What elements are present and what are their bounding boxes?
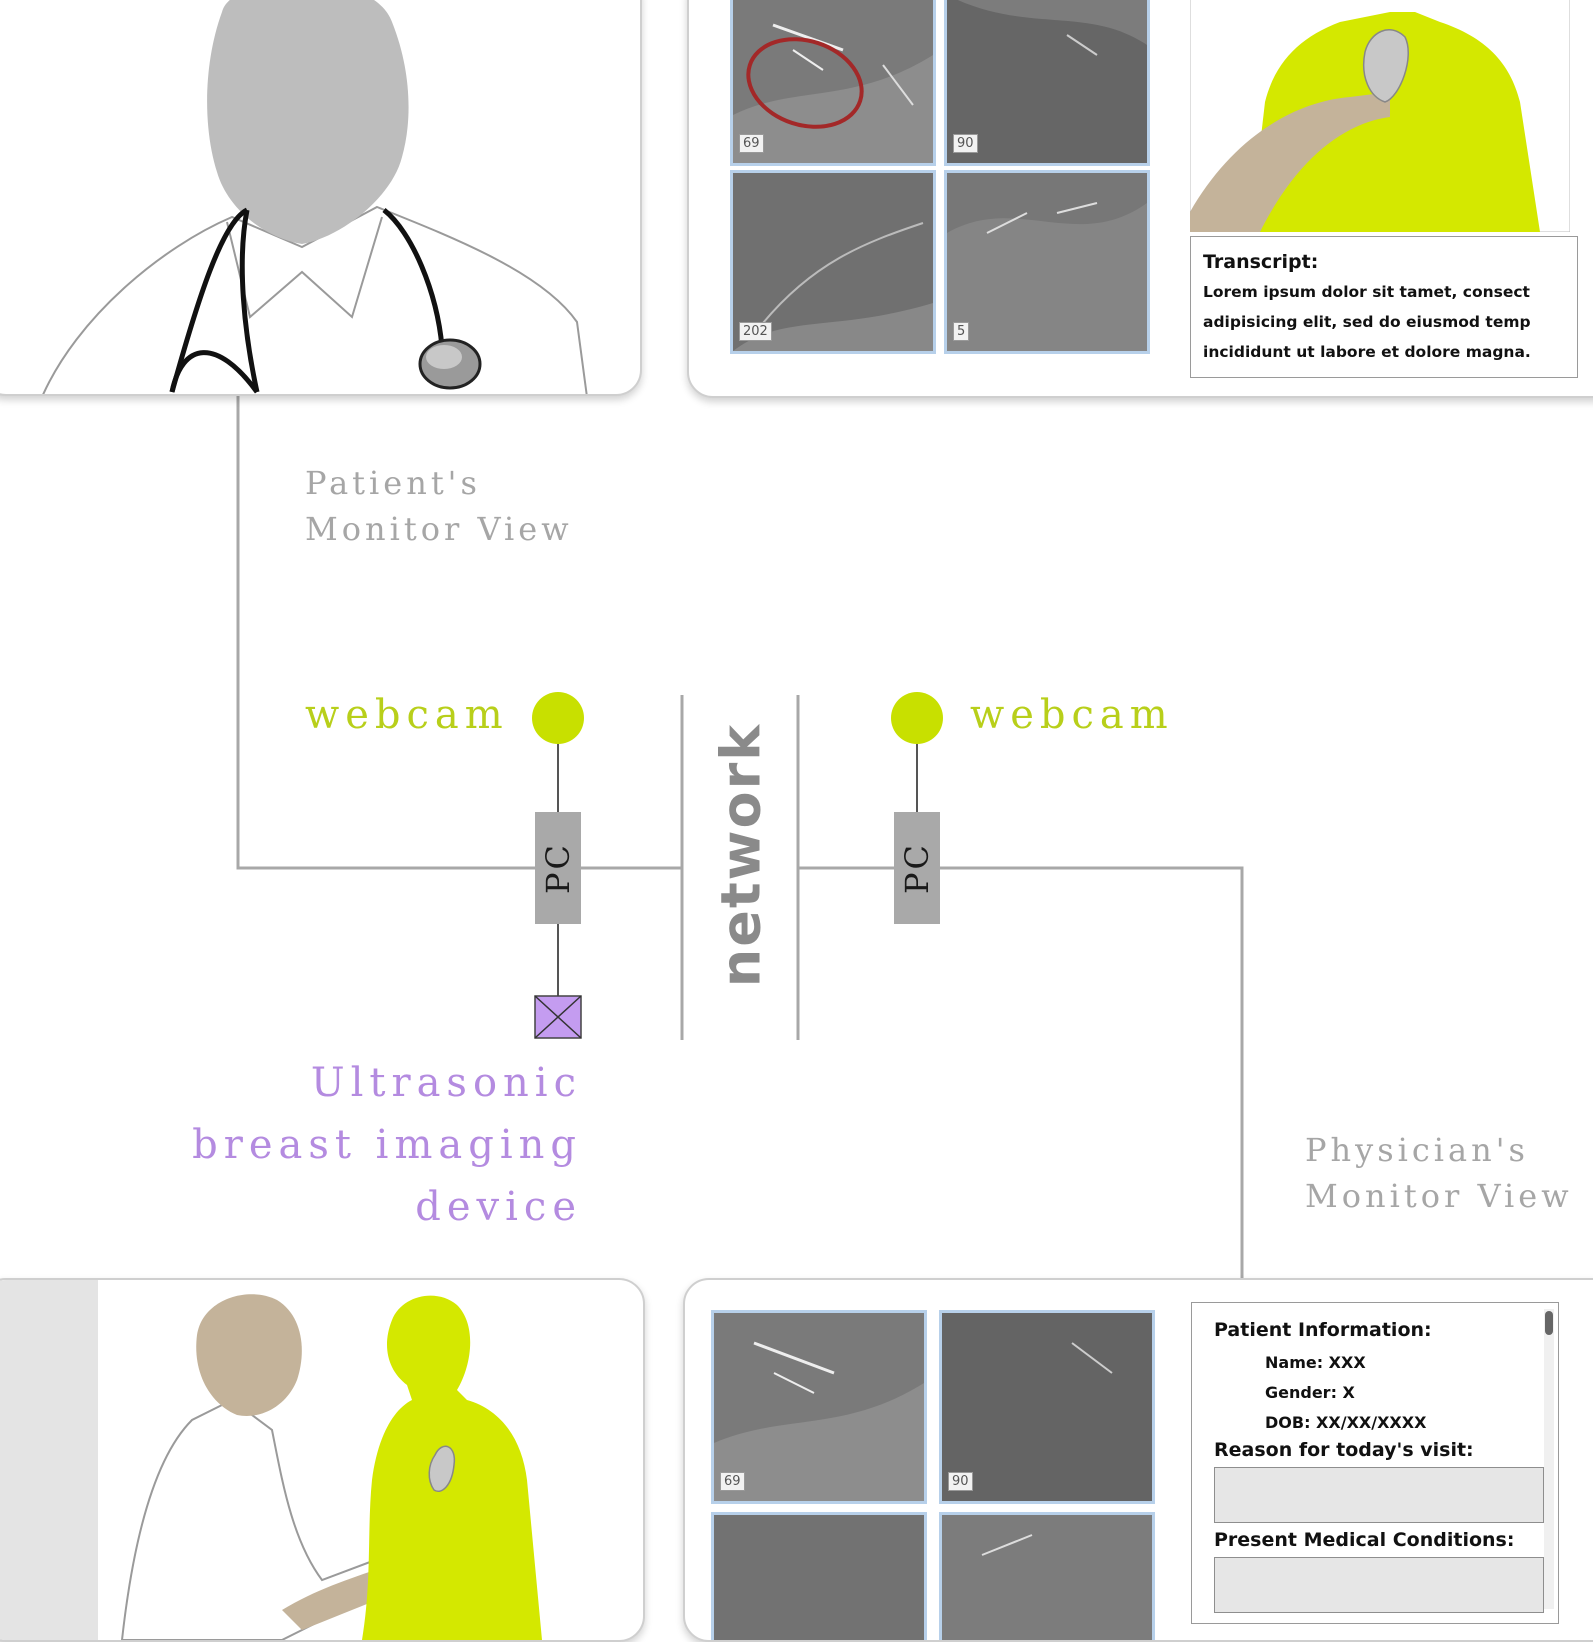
physician-view-caption-line1: Physician's	[1305, 1131, 1529, 1169]
patient-webcam-panel	[0, 1278, 645, 1642]
patient-name: Name: XXX	[1265, 1353, 1366, 1372]
patient-info-title: Patient Information:	[1214, 1319, 1432, 1341]
ultrasound-image	[942, 1515, 1152, 1640]
ultrasound-image	[714, 1515, 924, 1640]
scrollbar-thumb[interactable]	[1545, 1311, 1553, 1335]
device-caption: Ultrasonic breast imaging device	[180, 1052, 582, 1238]
physician-view-caption: Physician's Monitor View	[1305, 1127, 1573, 1219]
patient-dob: DOB: XX/XX/XXXX	[1265, 1413, 1427, 1432]
pc-right: PC	[894, 812, 940, 924]
device-node	[534, 995, 582, 1039]
physician-view-caption-line2: Monitor View	[1305, 1177, 1573, 1215]
thumbnail-number: 5	[953, 322, 970, 341]
image-thumbnail[interactable]	[939, 1512, 1155, 1640]
thumbnail-number: 90	[948, 1472, 973, 1491]
image-thumbnail[interactable]: 69	[730, 0, 936, 166]
thumbnail-number: 202	[739, 322, 772, 341]
image-thumbnail[interactable]: 5	[944, 170, 1150, 354]
patient-view-caption-line2: Monitor View	[305, 510, 573, 548]
physician-webcam-panel	[0, 0, 642, 396]
pc-left-label: PC	[539, 841, 577, 895]
webcam-right-label: webcam	[970, 692, 1174, 738]
thumbnail-number: 69	[739, 134, 764, 153]
transcript-line: Lorem ipsum dolor sit tamet, consect	[1203, 283, 1530, 301]
ultrasound-image	[947, 173, 1147, 351]
physician-monitor-panel: 69 90 Patient Information: Name: XXX Gen…	[683, 1278, 1593, 1642]
ultrasound-image	[733, 0, 933, 163]
pc-left: PC	[535, 812, 581, 924]
image-thumbnail[interactable]: 90	[939, 1310, 1155, 1504]
physician-monitor-link	[798, 866, 1244, 1280]
scrollbar[interactable]	[1544, 1309, 1554, 1609]
reason-field[interactable]	[1214, 1467, 1544, 1523]
physician-illustration	[42, 0, 588, 394]
image-thumbnail[interactable]	[711, 1512, 927, 1640]
device-caption-line3: device	[415, 1184, 582, 1230]
conditions-label: Present Medical Conditions:	[1214, 1529, 1515, 1551]
patient-gender: Gender: X	[1265, 1383, 1355, 1402]
transcript-title: Transcript:	[1203, 251, 1319, 273]
thumbnail-number: 90	[953, 134, 978, 153]
pc-right-label: PC	[898, 841, 936, 895]
conditions-field[interactable]	[1214, 1557, 1544, 1613]
thumbnail-number: 69	[720, 1472, 745, 1491]
webcam-left-node	[532, 692, 584, 744]
exam-illustration	[0, 1280, 542, 1640]
patient-monitor-link	[236, 395, 682, 870]
wiring	[236, 395, 1244, 1280]
ultrasound-image	[942, 1313, 1152, 1501]
patient-view-caption-line1: Patient's	[305, 464, 481, 502]
webcam-right-node	[891, 692, 943, 744]
ultrasound-image	[947, 0, 1147, 163]
transcript-line: adipisicing elit, sed do eiusmod temp	[1203, 313, 1531, 331]
image-thumbnail[interactable]: 69	[711, 1310, 927, 1504]
transcript-line: incididunt ut labore et dolore magna.	[1203, 343, 1531, 361]
image-thumbnail[interactable]: 90	[944, 0, 1150, 166]
device-caption-line1: Ultrasonic	[310, 1060, 582, 1106]
patient-monitor-panel: 69 90 202 5 Transcript: L	[687, 0, 1593, 398]
ultrasound-image	[733, 173, 933, 351]
transcript-box: Transcript: Lorem ipsum dolor sit tamet,…	[1190, 236, 1578, 378]
reason-label: Reason for today's visit:	[1214, 1439, 1474, 1461]
webcam-left-label: webcam	[305, 692, 509, 738]
device-caption-line2: breast imaging	[192, 1122, 582, 1168]
network-label: network	[709, 722, 773, 988]
patient-info-box: Patient Information: Name: XXX Gender: X…	[1191, 1302, 1559, 1624]
patient-view-caption: Patient's Monitor View	[305, 460, 573, 552]
image-thumbnail[interactable]: 202	[730, 170, 936, 354]
patient-video	[1190, 0, 1570, 232]
ultrasound-image	[714, 1313, 924, 1501]
